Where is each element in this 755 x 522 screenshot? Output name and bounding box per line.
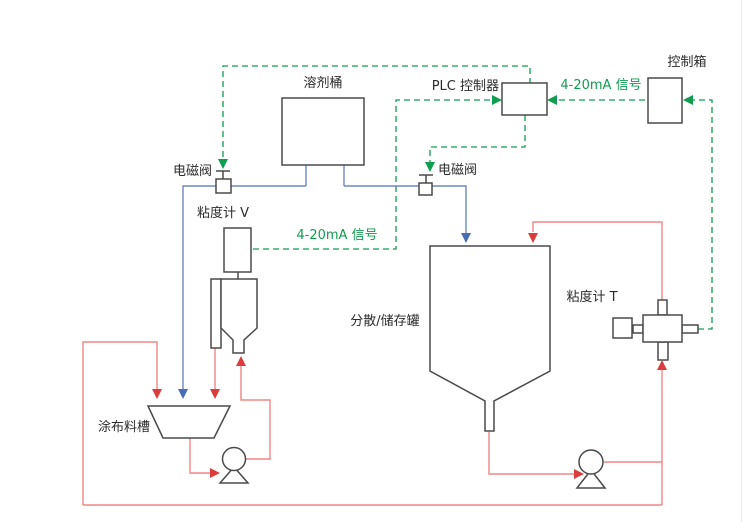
- valve-right-stem: [419, 174, 433, 183]
- arrow-into-pump2-icon: [574, 469, 584, 479]
- arrow-solvent-tank-icon: [461, 233, 471, 243]
- arrow-into-pump1-icon: [210, 468, 220, 478]
- pump2-head: [578, 449, 604, 475]
- viscometer-t-left-box: [612, 317, 633, 339]
- signal-viscometer-t-to-controlbox: [693, 99, 713, 330]
- solenoid-valve-left: [215, 170, 232, 194]
- pump-trough: [218, 446, 250, 484]
- viscometer-v-sensor: [223, 227, 252, 273]
- arrow-into-plc-left-icon: [492, 95, 502, 105]
- signal-top-label: 4-20mA 信号: [560, 78, 641, 93]
- arrow-into-hopper-icon: [236, 356, 246, 366]
- signal-arrows: [218, 95, 693, 172]
- viscometer-v-label: 粘度计 V: [197, 205, 249, 221]
- pump1-base: [218, 465, 250, 484]
- dispersion-tank-label: 分散/储存罐: [350, 314, 419, 329]
- viscometer-v-hopper: [220, 278, 258, 354]
- pump2-base: [575, 468, 607, 489]
- viscometer-t-assembly: [612, 299, 699, 361]
- viscometer-t-bottom-port: [657, 341, 669, 361]
- pump-tank: [575, 449, 607, 489]
- solvent-lines: [182, 165, 467, 390]
- solvent-barrel-label: 溶剂桶: [303, 76, 342, 91]
- plc-controller-label: PLC 控制器: [432, 79, 499, 94]
- solenoid-valve-right: [418, 174, 433, 196]
- solvent-to-tank: [344, 185, 467, 234]
- viscometer-v-overflow-tube: [210, 278, 222, 349]
- control-box-label: 控制箱: [667, 54, 706, 70]
- arrow-into-plc-right-icon: [547, 95, 557, 105]
- solvent-to-trough: [182, 185, 306, 390]
- valve-right-body: [418, 182, 433, 196]
- signal-plc-to-valve-right: [429, 115, 526, 163]
- viscometer-t-right-port: [681, 324, 699, 334]
- plc-controller-box: [501, 82, 548, 116]
- arrow-into-viscometer-t-icon: [657, 360, 667, 370]
- signal-plc-to-valve-left: [222, 65, 531, 160]
- viscometer-t-body: [642, 314, 683, 343]
- equipment: [146, 77, 699, 489]
- signal-viscometer-v-to-plc: [253, 99, 493, 250]
- tank-drain-to-pump2: [488, 432, 574, 475]
- labels: 溶剂桶 PLC 控制器 控制箱 4-20mA 信号 电磁阀 电磁阀 粘度计 V …: [98, 54, 707, 435]
- control-box: [647, 77, 683, 124]
- signal-lines: [222, 65, 713, 330]
- arrow-return-tank-icon: [528, 233, 538, 243]
- coating-trough-label: 涂布料槽: [98, 419, 150, 435]
- arrow-overflow-trough-icon: [210, 389, 220, 399]
- circulation-lines: [82, 221, 663, 506]
- arrow-valve-left-icon: [218, 159, 228, 169]
- dispersion-storage-tank: [429, 245, 551, 432]
- solenoid-valve-right-label: 电磁阀: [438, 163, 477, 178]
- return-to-trough: [82, 341, 158, 505]
- pump1-to-viscometer-v: [240, 366, 271, 460]
- solvent-barrel-box: [281, 97, 365, 166]
- solvent-arrows: [178, 233, 471, 399]
- arrow-return-trough-icon: [152, 389, 162, 399]
- scan-edge: [741, 0, 742, 522]
- return-to-tank: [532, 221, 663, 300]
- circulation-arrows: [152, 233, 667, 479]
- viscometer-t-label: 粘度计 T: [566, 289, 617, 305]
- solenoid-valve-left-label: 电磁阀: [173, 164, 212, 179]
- trough-drain-to-pump1: [189, 438, 210, 474]
- arrow-into-controlbox-icon: [683, 95, 693, 105]
- valve-left-stem: [216, 170, 230, 179]
- signal-left-label: 4-20mA 信号: [296, 228, 377, 243]
- viscometer-t-top-port: [657, 299, 668, 316]
- arrow-valve-right-icon: [425, 162, 435, 172]
- valve-left-body: [215, 178, 232, 194]
- coating-trough: [146, 405, 232, 439]
- arrow-solvent-trough-icon: [178, 389, 188, 399]
- viscometer-t-left-connector: [632, 324, 644, 334]
- pump1-head: [221, 446, 247, 472]
